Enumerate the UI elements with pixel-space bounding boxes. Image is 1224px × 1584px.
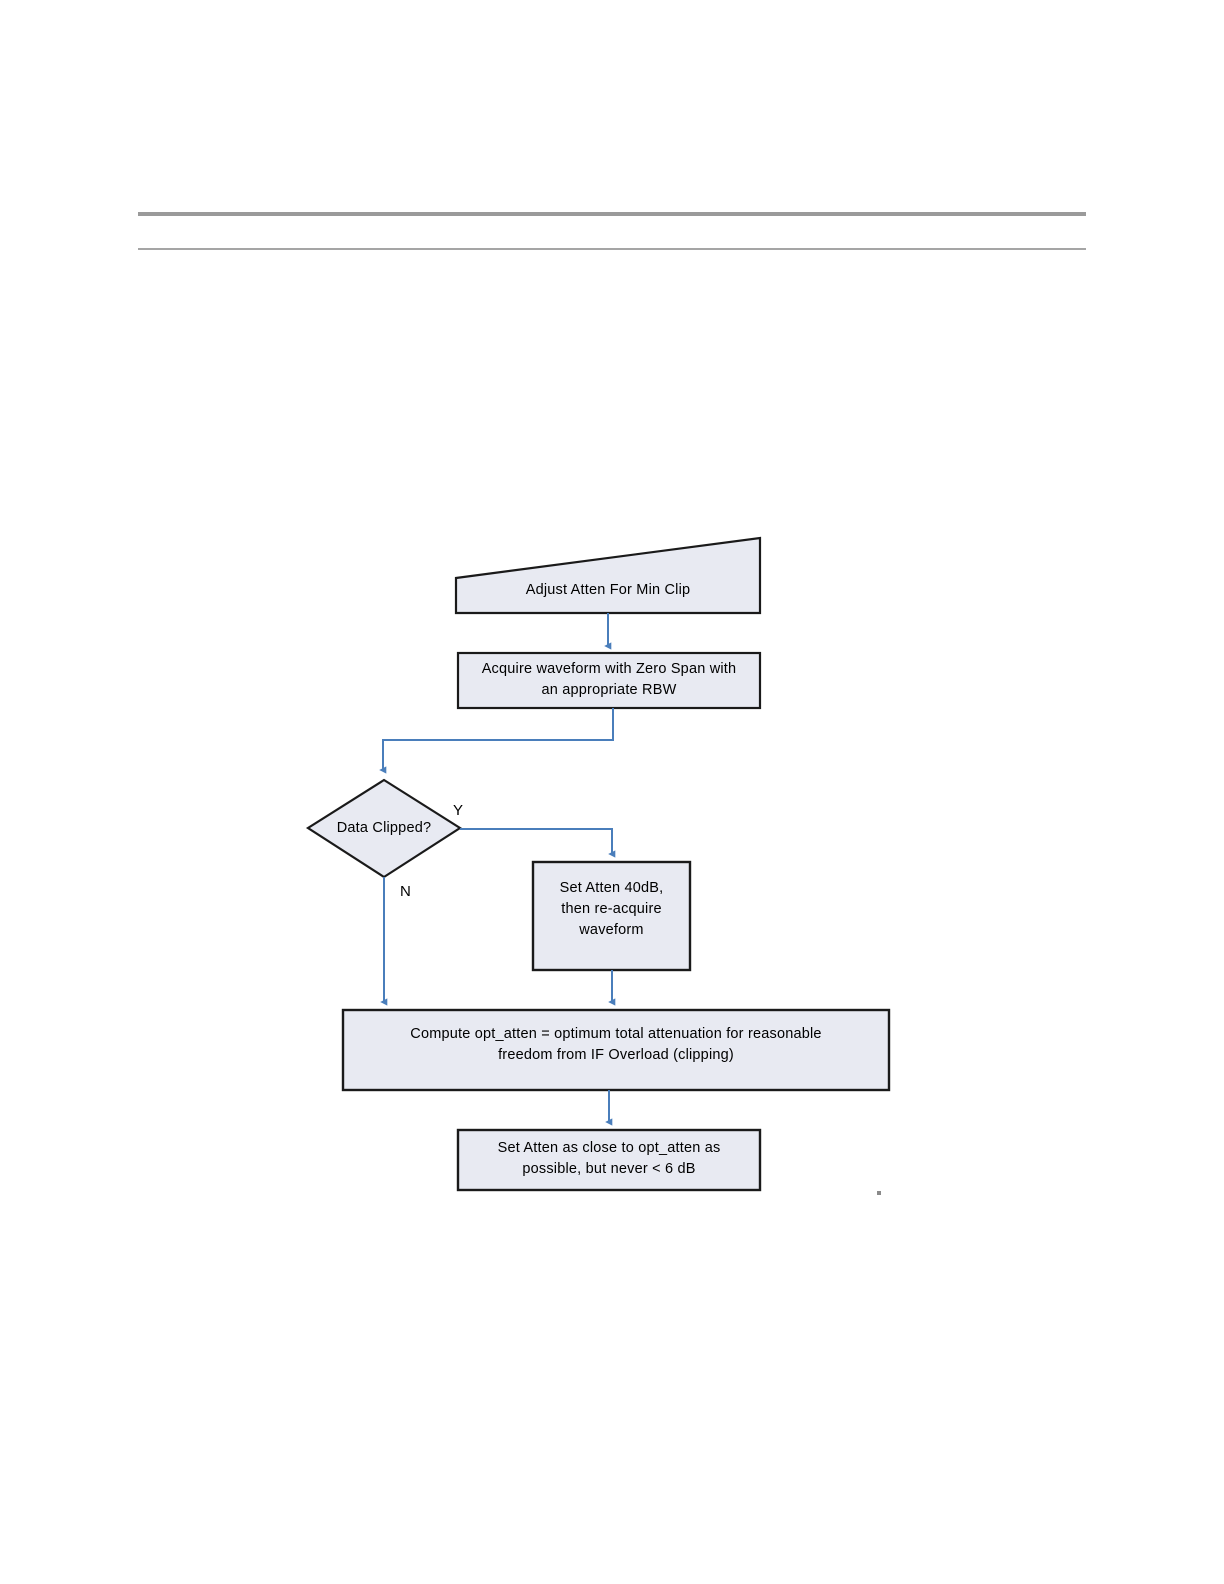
node-decision-shape	[305, 778, 463, 879]
edge-label-no: N	[400, 883, 411, 900]
edge-label-yes: Y	[453, 802, 464, 819]
header-rule-thick	[138, 212, 1086, 216]
page-artifact-dot	[877, 1191, 881, 1195]
edge-acquire-to-decision	[379, 708, 614, 774]
node-compute-shape	[341, 1008, 891, 1092]
header-rule-thin	[138, 248, 1086, 250]
node-setclose-shape	[456, 1128, 762, 1192]
node-acquire-shape	[456, 651, 762, 710]
node-banner-shape	[454, 536, 762, 615]
edge-decision-yes-to-set40	[460, 828, 616, 858]
node-set40-shape	[531, 860, 692, 972]
